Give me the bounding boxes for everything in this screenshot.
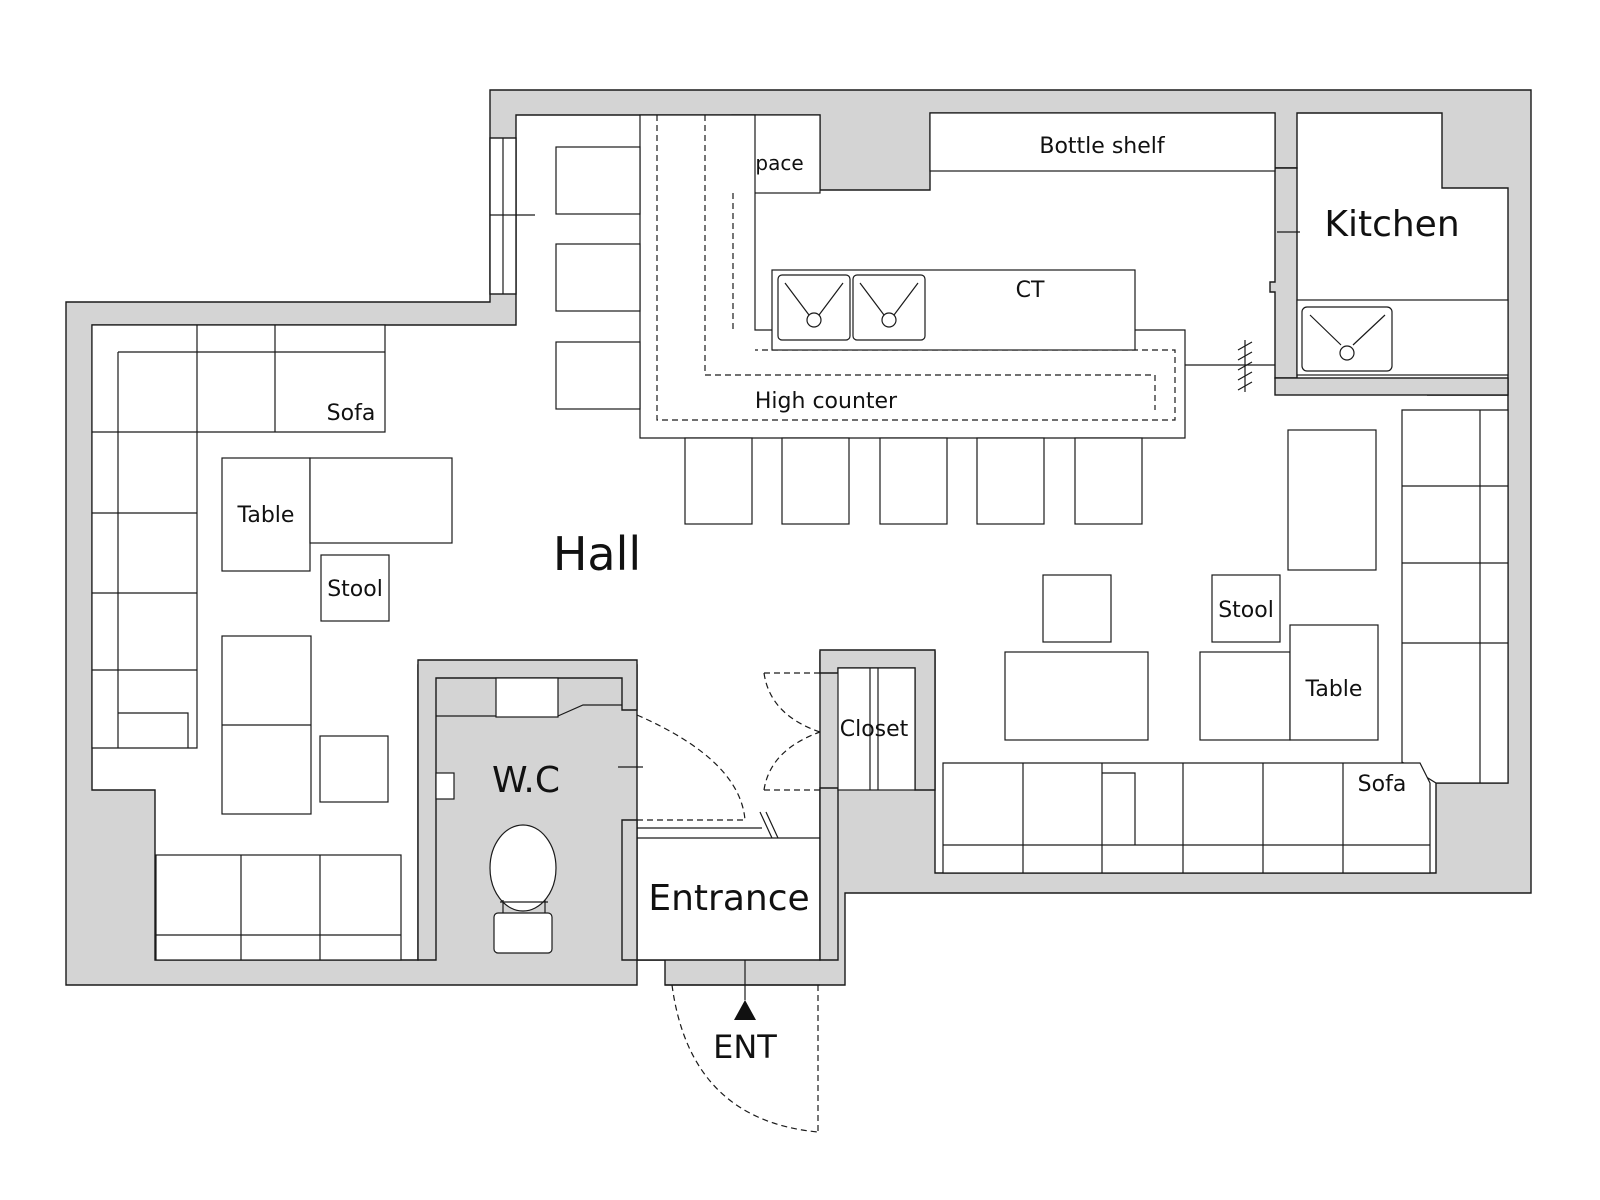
- bar-stool: [976, 437, 1045, 525]
- stool-right-label: Stool: [1218, 598, 1274, 623]
- kitchen-partition: [1269, 167, 1298, 379]
- wc-shelf-line: [436, 704, 622, 717]
- ct-label: CT: [1016, 278, 1045, 303]
- bar-stool: [684, 437, 753, 525]
- kitchen-sink: [1301, 306, 1393, 372]
- kitchen-label: Kitchen: [1324, 204, 1459, 245]
- closet-label: Closet: [840, 717, 909, 742]
- bar-stool: [555, 146, 641, 215]
- toilet-tank: [493, 912, 553, 954]
- sofa-right-vertical-cushions: [1402, 410, 1508, 783]
- kitchen-sink-drain: [1339, 345, 1355, 361]
- table-right: [1199, 651, 1291, 741]
- counter-dash-inner: [704, 115, 1156, 410]
- bar-stool: [555, 243, 641, 312]
- ent-label: ENT: [713, 1028, 777, 1066]
- wc: W.C: [435, 677, 746, 954]
- bottle-shelf-label: Bottle shelf: [1039, 134, 1165, 159]
- bar-stools: [555, 146, 1143, 525]
- high-counter: High counter CT: [639, 114, 1275, 439]
- table-right-extension: [1289, 624, 1379, 741]
- sofa-right-label: Sofa: [1358, 772, 1407, 797]
- sofa-bottom-cushions: [156, 855, 401, 960]
- entrance-hatch: [759, 811, 779, 839]
- toilet-bowl: [489, 824, 557, 912]
- right-seating: Sofa Stool Table: [942, 409, 1509, 874]
- stool-left: [320, 554, 390, 622]
- table-left-label: Table: [237, 503, 295, 528]
- kitchen-sink-lines: [1309, 314, 1386, 346]
- table-right-left: [1004, 651, 1149, 741]
- sink-2: [852, 274, 926, 341]
- bar-stool: [781, 437, 850, 525]
- kitchen-lower-wall: [1274, 377, 1509, 396]
- entrance-arrow-icon: [734, 1000, 756, 1020]
- wc-wall-right: [621, 819, 638, 961]
- sink-2-lines: [859, 282, 919, 316]
- wc-wall: [417, 659, 638, 961]
- counter-outline: [639, 114, 1186, 439]
- sofa-right-vertical: [1401, 409, 1509, 784]
- wc-paper-holder: [435, 772, 455, 800]
- sink-2-drain: [881, 312, 897, 328]
- high-counter-label: High counter: [755, 389, 898, 414]
- closet-door-swing-top: [763, 672, 821, 733]
- sink-1-drain: [806, 312, 822, 328]
- stool-right-left: [1042, 574, 1112, 643]
- wc-label: W.C: [492, 760, 560, 801]
- closet-door-swing-bottom: [763, 731, 821, 791]
- stool-left-lower: [319, 735, 389, 803]
- closet-lines: [869, 668, 879, 790]
- left-seating: Sofa Table Stool: [91, 324, 453, 961]
- table-right-label: Table: [1305, 677, 1363, 702]
- sofa-right-bottom-cushions: [943, 763, 1430, 873]
- bottle-shelf: [929, 112, 1276, 172]
- stool-left-label: Stool: [327, 577, 383, 602]
- entrance-right-wall: [819, 787, 839, 961]
- sofa-left-cushions: [92, 325, 385, 748]
- kitchen-hatch: [1237, 340, 1253, 392]
- entrance: Entrance Closet ENT: [637, 667, 916, 1133]
- bar-stool: [1074, 437, 1143, 525]
- wc-shelf: [495, 677, 559, 718]
- table-left-extension: [309, 457, 453, 544]
- wc-door-swing: [636, 714, 746, 821]
- sofa-left-label: Sofa: [327, 401, 376, 426]
- table-left: [221, 457, 311, 572]
- entrance-door-swing: [671, 984, 819, 1133]
- sofa-bottom: [155, 854, 402, 961]
- entrance-wall-line: [637, 827, 820, 839]
- interior: [91, 112, 1509, 961]
- toilet-seat-hinge: [500, 900, 548, 913]
- hall-label: Hall: [553, 527, 641, 581]
- kitchen: Kitchen: [1277, 204, 1509, 376]
- bar-stool: [879, 437, 948, 525]
- sink-1: [777, 274, 851, 341]
- right-tall-table: [1287, 429, 1377, 571]
- bar-stool: [555, 341, 641, 410]
- closet: [837, 667, 916, 791]
- sink-1-lines: [784, 282, 844, 316]
- entrance-label: Entrance: [648, 878, 809, 919]
- stool-right: [1211, 574, 1281, 643]
